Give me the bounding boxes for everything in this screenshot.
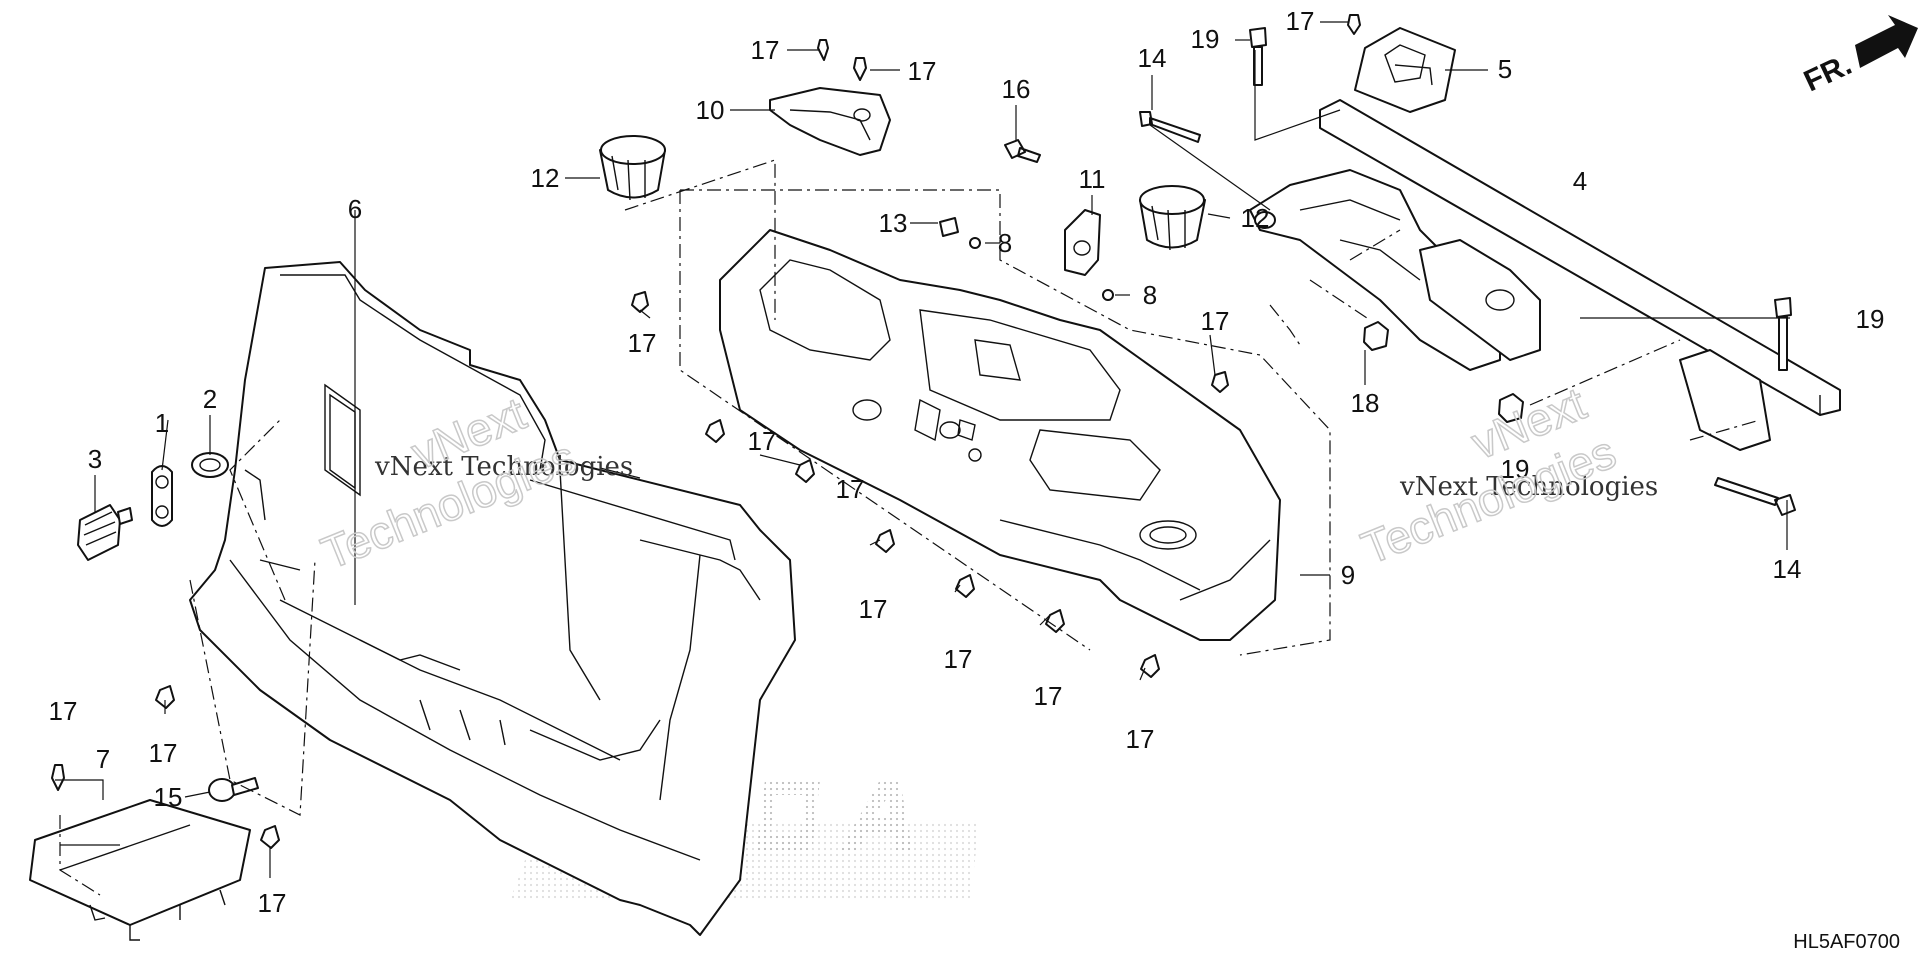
watermark-text-left: vNext Technologies (374, 452, 633, 482)
callout-numbers: 1 2 3 4 5 6 7 8 8 9 10 11 12 12 13 14 14… (49, 6, 1885, 918)
pad-part-11 (1064, 209, 1101, 276)
callout-12-right: 12 (1241, 203, 1270, 233)
clip-17-icon (1045, 609, 1065, 633)
nut-18-icon (1498, 393, 1524, 423)
callout-17: 17 (1034, 681, 1063, 711)
clip-17-icon (853, 57, 867, 81)
callout-11: 11 (1079, 164, 1106, 194)
bolt-19-icon (1249, 27, 1267, 86)
frame-part-4 (1249, 99, 1841, 451)
callout-14-upper: 14 (1138, 43, 1167, 73)
clip-17-icon (631, 291, 649, 313)
callout-17: 17 (751, 35, 780, 65)
grommet-part-2 (191, 452, 229, 478)
plate-part-5 (1354, 27, 1456, 113)
callout-15: 15 (154, 782, 183, 812)
callout-17: 17 (628, 328, 657, 358)
clip-17-icon (1140, 654, 1160, 678)
bolt-19-icon (1774, 297, 1792, 371)
callout-17: 17 (1286, 6, 1315, 36)
clip-17-icon (1347, 14, 1361, 35)
callout-17: 17 (1201, 306, 1230, 336)
callout-17: 17 (748, 426, 777, 456)
callout-3: 3 (88, 444, 102, 474)
callout-19-right: 19 (1856, 304, 1885, 334)
callout-17: 17 (1126, 724, 1155, 754)
callout-17: 17 (149, 738, 178, 768)
callout-8-upper: 8 (998, 228, 1012, 258)
callout-9: 9 (1341, 560, 1355, 590)
plate-part-7 (29, 799, 251, 941)
callout-4: 4 (1573, 166, 1587, 196)
clip-17-icon (705, 419, 725, 443)
callout-12-left: 12 (531, 163, 560, 193)
clip-17-icon (1211, 371, 1229, 393)
callout-10: 10 (696, 95, 725, 125)
clip-17-icon (51, 764, 65, 791)
callout-17: 17 (859, 594, 888, 624)
gasket-part-1 (151, 465, 173, 527)
grommet-part-12-left (599, 135, 666, 201)
fasteners (51, 14, 1796, 849)
watermark-text-right: vNext Technologies (1399, 472, 1658, 502)
callout-17: 17 (944, 644, 973, 674)
clip-17-icon (875, 529, 895, 553)
front-direction-arrow-icon (1855, 15, 1918, 68)
assembly-boundaries (59, 159, 1761, 896)
clip-17-icon (817, 39, 829, 61)
clip-17-icon (795, 459, 815, 483)
panel-part-6 (189, 261, 796, 936)
diagram-code: HL5AF0700 (1793, 931, 1900, 953)
callout-17: 17 (49, 696, 78, 726)
callout-13: 13 (879, 208, 908, 238)
bolt-14-icon (1139, 111, 1201, 143)
nut-8-icon (1102, 289, 1114, 301)
plug-part-3 (77, 504, 133, 561)
callout-19-upper: 19 (1191, 24, 1220, 54)
nut-8-icon (969, 237, 981, 249)
callout-14-lower: 14 (1773, 554, 1802, 584)
callout-7: 7 (96, 744, 110, 774)
bracket-part-10 (769, 87, 891, 156)
front-direction-label: FR. (1799, 48, 1857, 98)
callout-2: 2 (203, 384, 217, 414)
grommet-part-12-right (1139, 185, 1206, 251)
dash-panel-part-9 (719, 229, 1281, 641)
clip-17-icon (155, 685, 175, 709)
callout-18-right: 19 (1501, 454, 1530, 484)
clip-17-icon (955, 574, 975, 598)
bolt-14-icon (1714, 477, 1796, 516)
callout-16: 16 (1002, 74, 1031, 104)
clip-17-icon (260, 825, 280, 849)
callout-6: 6 (348, 194, 362, 224)
leader-lines (55, 21, 1790, 878)
bolt-16-icon (1004, 139, 1041, 163)
callout-17: 17 (258, 888, 287, 918)
nut-18-icon (1363, 321, 1389, 351)
callout-8-lower: 8 (1143, 280, 1157, 310)
callout-17: 17 (908, 56, 937, 86)
callout-18-left: 18 (1351, 388, 1380, 418)
callout-1: 1 (155, 408, 169, 438)
bolt-15-icon (208, 777, 259, 802)
callout-17: 17 (836, 474, 865, 504)
nut-13-icon (939, 217, 959, 237)
callout-5: 5 (1498, 54, 1512, 84)
